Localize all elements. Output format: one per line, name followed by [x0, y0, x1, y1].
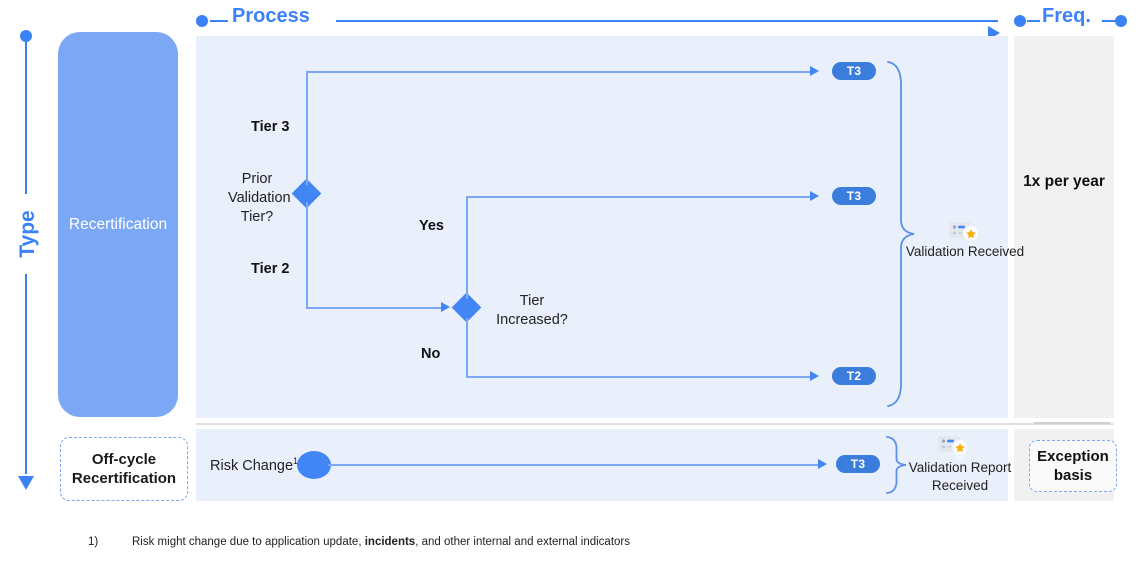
branch-label-no: No	[421, 346, 441, 362]
freq-header: Freq.	[1014, 5, 1142, 34]
brace-main	[887, 61, 915, 407]
freq-header-dot-right-icon	[1115, 15, 1127, 27]
decision-prior-validation-tier-label: Prior Validation Tier?	[228, 171, 291, 226]
footnote-marker: 1)	[88, 536, 99, 548]
footnote: 1) Risk might change due to application u…	[88, 536, 1088, 548]
outcome-validation-received-label: Validation Received	[905, 244, 1025, 259]
freq-header-dot-left-icon	[1014, 15, 1026, 27]
decision-tier-increased-label: Tier Increased?	[496, 293, 568, 329]
freq-header-line-right	[1102, 20, 1116, 22]
pill-tier-mid: T3	[832, 187, 876, 205]
flow-line-tier3-up	[306, 71, 308, 185]
axis-arrowhead-icon	[18, 476, 34, 490]
process-header-line-left	[210, 20, 228, 22]
flow-line-tier2-to-decision2	[306, 307, 441, 309]
flow-arrow-decision2-icon	[441, 301, 450, 312]
panel-divider	[196, 423, 1114, 425]
flow-line-yes-up	[466, 196, 468, 299]
type-block-offcycle-label: Off-cycle Recertification	[71, 450, 177, 487]
type-axis: Type	[12, 28, 44, 490]
process-header-title: Process	[232, 5, 310, 27]
flow-line-no-down	[466, 318, 468, 376]
freq-value-offcycle: Exception basis	[1029, 440, 1117, 492]
process-header-dot-icon	[196, 15, 208, 27]
freq-value-offcycle-label: Exception basis	[1037, 447, 1109, 484]
freq-separator	[1034, 422, 1110, 424]
flow-arrow-mid-t3-icon	[810, 190, 819, 201]
process-header: Process	[196, 5, 1008, 40]
freq-header-line-left	[1027, 20, 1040, 22]
freq-panel-main	[1014, 36, 1114, 418]
branch-label-tier2: Tier 2	[251, 261, 290, 277]
offcycle-flow-line	[328, 464, 820, 466]
pill-tier-top: T3	[832, 62, 876, 80]
footnote-part1: Risk might change due to application upd…	[132, 536, 365, 548]
footnote-part2: , and other internal and external indica…	[415, 536, 631, 548]
flow-arrow-bottom-t2-icon	[810, 370, 819, 381]
pill-tier-bottom: T2	[832, 367, 876, 385]
flow-arrow-top-t3-icon	[810, 65, 819, 76]
offcycle-start-text: Risk Change	[210, 457, 294, 474]
offcycle-start-label: Risk Change1	[210, 456, 298, 476]
certificate-award-icon	[949, 222, 980, 246]
certificate-award-icon-offcycle	[938, 436, 969, 460]
process-panel-main	[196, 36, 1008, 418]
flow-line-no-to-t2	[466, 376, 810, 378]
type-block-recertification-label: Recertification	[68, 215, 168, 233]
flow-line-top-to-t3	[306, 71, 810, 73]
brace-offcycle	[886, 436, 907, 494]
offcycle-start-node[interactable]	[297, 451, 331, 479]
type-block-recertification[interactable]: Recertification	[58, 32, 178, 417]
type-block-offcycle-recertification[interactable]: Off-cycle Recertification	[60, 437, 188, 501]
offcycle-flow-arrow-icon	[818, 458, 827, 469]
branch-label-tier3: Tier 3	[251, 119, 290, 135]
axis-label-type: Type	[12, 194, 44, 274]
freq-value-main: 1x per year	[1023, 173, 1105, 190]
process-header-line-right	[336, 20, 1000, 40]
branch-label-yes: Yes	[419, 218, 444, 234]
pill-offcycle-tier: T3	[836, 455, 880, 473]
footnote-bold: incidents	[364, 536, 416, 548]
flow-line-tier2-down	[306, 202, 308, 307]
freq-header-title: Freq.	[1042, 5, 1091, 27]
offcycle-start-superscript: 1	[293, 456, 299, 466]
flow-line-yes-to-t3	[466, 196, 810, 198]
outcome-validation-report-received-label: Validation Report Received	[908, 460, 1012, 493]
